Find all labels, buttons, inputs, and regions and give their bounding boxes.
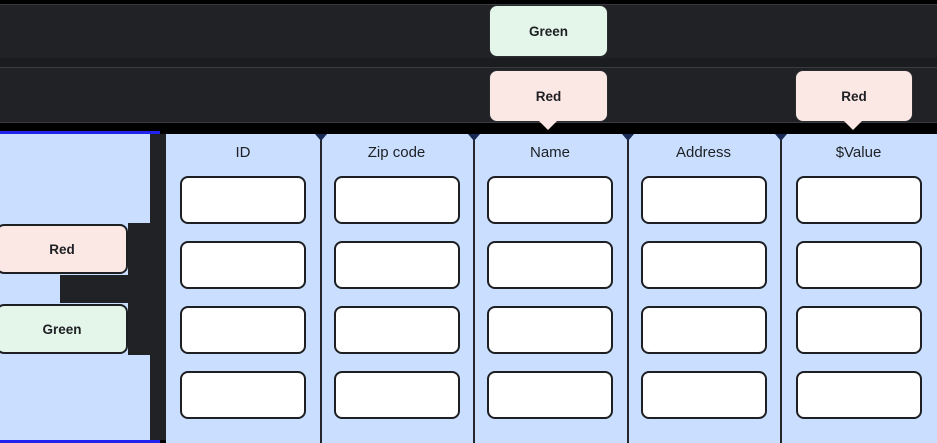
table-cell[interactable] bbox=[640, 176, 767, 224]
left-panel: Red Green bbox=[0, 131, 160, 443]
table-cell[interactable] bbox=[640, 371, 767, 419]
column-resize-marker-icon[interactable] bbox=[315, 134, 327, 141]
table-cell[interactable] bbox=[795, 306, 922, 354]
table-cell[interactable] bbox=[487, 306, 613, 354]
table-cell[interactable] bbox=[487, 241, 613, 289]
panel-dark-block-b bbox=[60, 275, 150, 303]
table-column-address: Address bbox=[627, 134, 780, 443]
column-separator[interactable] bbox=[627, 134, 629, 443]
tooltip-arrow-name-icon bbox=[539, 121, 557, 130]
background-band-bottom bbox=[0, 68, 937, 122]
table-cell[interactable] bbox=[333, 241, 460, 289]
band-hairline-1 bbox=[0, 4, 937, 5]
table-column-id: ID bbox=[166, 134, 320, 443]
background-band-top bbox=[0, 5, 937, 58]
column-header[interactable]: $Value bbox=[835, 144, 882, 161]
tooltip-arrow-value-icon bbox=[844, 121, 862, 130]
column-header[interactable]: Zip code bbox=[367, 144, 426, 161]
column-separator[interactable] bbox=[320, 134, 322, 443]
table-cell[interactable] bbox=[640, 306, 767, 354]
table-cell[interactable] bbox=[487, 371, 613, 419]
column-header[interactable]: ID bbox=[235, 144, 251, 161]
column-resize-marker-icon[interactable] bbox=[622, 134, 634, 141]
table-cell[interactable] bbox=[333, 371, 460, 419]
band-hairline-3 bbox=[0, 67, 937, 68]
column-separator[interactable] bbox=[780, 134, 782, 443]
vertical-divider bbox=[150, 134, 166, 440]
table-cell[interactable] bbox=[180, 306, 306, 354]
tooltip-red-value[interactable]: Red bbox=[795, 70, 913, 122]
table-cell[interactable] bbox=[180, 241, 306, 289]
column-resize-marker-icon[interactable] bbox=[775, 134, 787, 141]
band-hairline-4 bbox=[0, 122, 937, 123]
table-cell[interactable] bbox=[333, 176, 460, 224]
column-separator[interactable] bbox=[473, 134, 475, 443]
panel-dark-block-c bbox=[128, 303, 150, 355]
column-header[interactable]: Name bbox=[529, 144, 570, 161]
table-column-value: $Value bbox=[780, 134, 937, 443]
data-table: ID Zip code Name Address $Value bbox=[166, 134, 937, 443]
panel-dark-block-a bbox=[128, 223, 150, 275]
table-column-name: Name bbox=[473, 134, 627, 443]
panel-chip-red[interactable]: Red bbox=[0, 224, 128, 274]
table-cell[interactable] bbox=[795, 371, 922, 419]
panel-chip-green[interactable]: Green bbox=[0, 304, 128, 354]
table-cell[interactable] bbox=[180, 371, 306, 419]
table-cell[interactable] bbox=[795, 176, 922, 224]
background-band-gap bbox=[0, 58, 937, 68]
table-cell[interactable] bbox=[487, 176, 613, 224]
table-column-zip-code: Zip code bbox=[320, 134, 473, 443]
tooltip-red-name[interactable]: Red bbox=[489, 70, 608, 122]
column-resize-marker-icon[interactable] bbox=[468, 134, 480, 141]
table-cell[interactable] bbox=[333, 306, 460, 354]
tooltip-green-top[interactable]: Green bbox=[489, 5, 608, 57]
column-header[interactable]: Address bbox=[675, 144, 732, 161]
table-cell[interactable] bbox=[795, 241, 922, 289]
table-cell[interactable] bbox=[180, 176, 306, 224]
table-cell[interactable] bbox=[640, 241, 767, 289]
